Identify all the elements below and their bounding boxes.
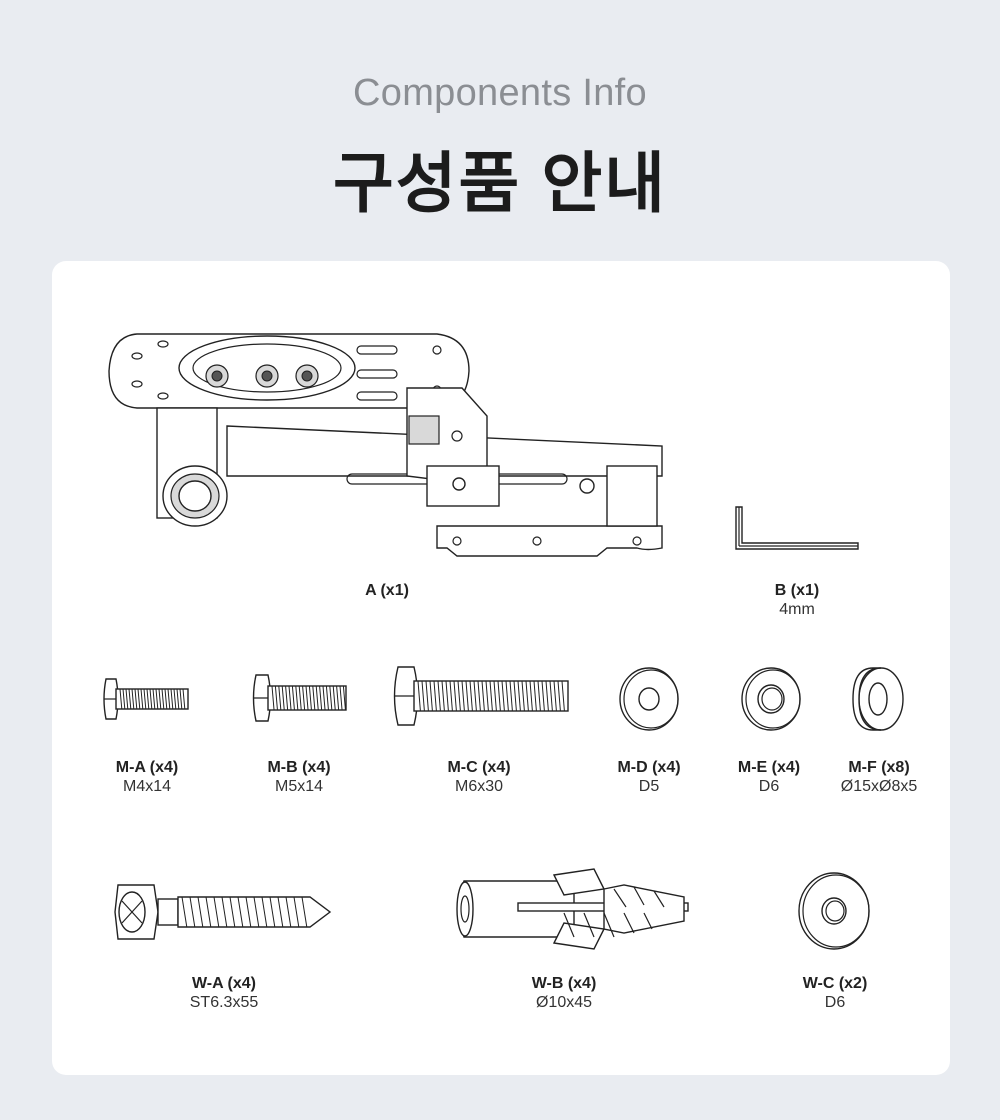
part-code: A (x1) (365, 582, 409, 599)
part-label-wc: W-C (x2) D6 (775, 974, 895, 1012)
part-spec: M6x30 (454, 778, 504, 795)
washer-me-icon (741, 667, 801, 731)
part-spec: M4x14 (122, 778, 172, 795)
allen-key-icon (735, 506, 859, 550)
part-spec: D6 (758, 778, 780, 795)
part-code: W-B (x4) (531, 975, 597, 992)
part-label-a: A (x1) (312, 581, 462, 600)
part-code: B (x1) (774, 582, 820, 599)
part-label-mf: M-F (x8) Ø15xØ8x5 (824, 758, 934, 796)
part-spec: 4mm (779, 601, 815, 618)
bolt-mb-icon (252, 674, 347, 722)
part-label-mb: M-B (x4) M5x14 (244, 758, 354, 796)
part-label-ma: M-A (x4) M4x14 (92, 758, 202, 796)
part-code: W-A (x4) (192, 975, 256, 992)
wall-plug-wb-icon (456, 868, 689, 950)
spacer-mf-icon (852, 667, 904, 731)
washer-wc-icon (798, 872, 870, 950)
part-code: M-F (x8) (848, 759, 910, 776)
lag-screw-wa-icon (114, 884, 332, 940)
part-code: M-A (x4) (115, 759, 179, 776)
part-spec: D6 (824, 994, 846, 1011)
bracket-assembly-icon (108, 333, 663, 557)
bolt-ma-icon (103, 678, 189, 720)
part-label-wa: W-A (x4) ST6.3x55 (164, 974, 284, 1012)
part-spec: D5 (638, 778, 660, 795)
page-title: 구성품 안내 (333, 146, 667, 220)
part-spec: Ø15xØ8x5 (840, 778, 918, 795)
part-code: M-E (x4) (737, 759, 801, 776)
bolt-mc-icon (393, 666, 569, 726)
part-label-me: M-E (x4) D6 (714, 758, 824, 796)
part-label-md: M-D (x4) D5 (594, 758, 704, 796)
components-card: A (x1) B (x1) 4mm M-A (x4) M4x14 M-B (x4… (52, 261, 950, 1075)
washer-md-icon (619, 667, 679, 731)
part-label-wb: W-B (x4) Ø10x45 (504, 974, 624, 1012)
part-code: M-C (x4) (447, 759, 511, 776)
page-subtitle: Components Info (353, 72, 647, 114)
part-spec: Ø10x45 (535, 994, 593, 1011)
part-label-b: B (x1) 4mm (732, 581, 862, 619)
part-code: W-C (x2) (802, 975, 868, 992)
part-code: M-D (x4) (617, 759, 681, 776)
part-label-mc: M-C (x4) M6x30 (424, 758, 534, 796)
part-code: M-B (x4) (267, 759, 331, 776)
part-spec: M5x14 (274, 778, 324, 795)
part-spec: ST6.3x55 (189, 994, 259, 1011)
